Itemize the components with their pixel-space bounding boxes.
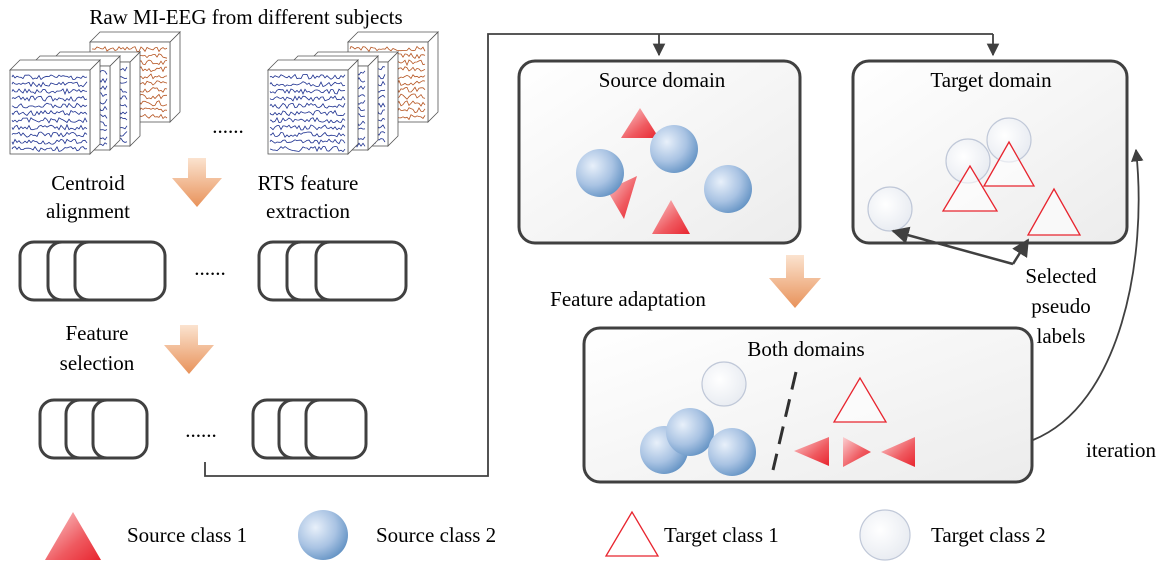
feature-cards-row1-right [257, 240, 408, 302]
step-rts-line1: RTS feature [258, 171, 359, 195]
step-centroid-line1: Centroid [51, 171, 125, 195]
source-class2-circle [666, 408, 714, 456]
pseudo-label-line3: labels [1037, 324, 1086, 348]
step-rts-line2: extraction [266, 199, 350, 223]
ellipsis-selected: ...... [185, 418, 217, 442]
target-class1-triangle [1026, 187, 1082, 236]
target-class1-triangle [941, 164, 999, 212]
target-class1-triangle [982, 140, 1036, 187]
feature-cards-row1-left [18, 240, 167, 302]
feature-cards-row2-right [251, 398, 368, 460]
decision-boundary [771, 371, 798, 471]
source-class1-triangle [881, 437, 915, 467]
step-selection-line2: selection [60, 351, 135, 375]
legend-source-class1-icon [45, 512, 101, 560]
legend-source-class1-label: Source class 1 [127, 523, 247, 547]
down-arrow-icon [172, 158, 222, 207]
source-class1-triangle [652, 200, 690, 234]
legend: Source class 1 Source class 2 Target cla… [45, 509, 1046, 561]
ellipsis-features: ...... [194, 256, 226, 280]
down-arrow-icon [769, 255, 821, 308]
pseudo-label-line2: pseudo [1031, 294, 1091, 318]
eeg-stack-left [9, 31, 181, 155]
source-class2-circle [708, 428, 756, 476]
down-arrow-icon [164, 325, 214, 374]
feature-cards-row2-left [38, 398, 149, 460]
feature-adaptation-label: Feature adaptation [550, 287, 706, 311]
ellipsis-eeg: ...... [212, 114, 244, 138]
legend-source-class2-icon [298, 510, 348, 560]
source-class2-circle [704, 165, 752, 213]
target-class2-circle [701, 361, 747, 407]
connector-line [204, 33, 993, 477]
source-class2-circle [650, 125, 698, 173]
source-class2-circle [576, 149, 624, 197]
step-centroid-line2: alignment [46, 199, 130, 223]
target-class1-triangle [832, 376, 888, 423]
diagram-title: Raw MI-EEG from different subjects [89, 5, 402, 29]
both-domains-title: Both domains [747, 337, 864, 361]
legend-target-class1-icon [604, 510, 660, 557]
legend-target-class2-label: Target class 2 [931, 523, 1046, 547]
legend-target-class1-label: Target class 1 [664, 523, 779, 547]
legend-target-class2-icon [859, 509, 911, 561]
legend-source-class2-label: Source class 2 [376, 523, 496, 547]
iteration-label: iteration [1086, 438, 1156, 462]
step-selection-line1: Feature [66, 321, 129, 345]
iteration-arrow [1032, 148, 1144, 441]
source-domain-title: Source domain [599, 68, 726, 92]
target-domain-title: Target domain [930, 68, 1052, 92]
source-class1-triangle [621, 108, 659, 138]
pseudo-label-arrow [1011, 238, 1030, 265]
eeg-stack-right [267, 31, 439, 155]
pseudo-label-arrow [891, 226, 1014, 266]
target-class2-circle [867, 186, 913, 232]
source-class1-triangle [843, 437, 871, 467]
source-class1-triangle [794, 437, 829, 466]
pseudo-label-line1: Selected [1025, 264, 1097, 288]
